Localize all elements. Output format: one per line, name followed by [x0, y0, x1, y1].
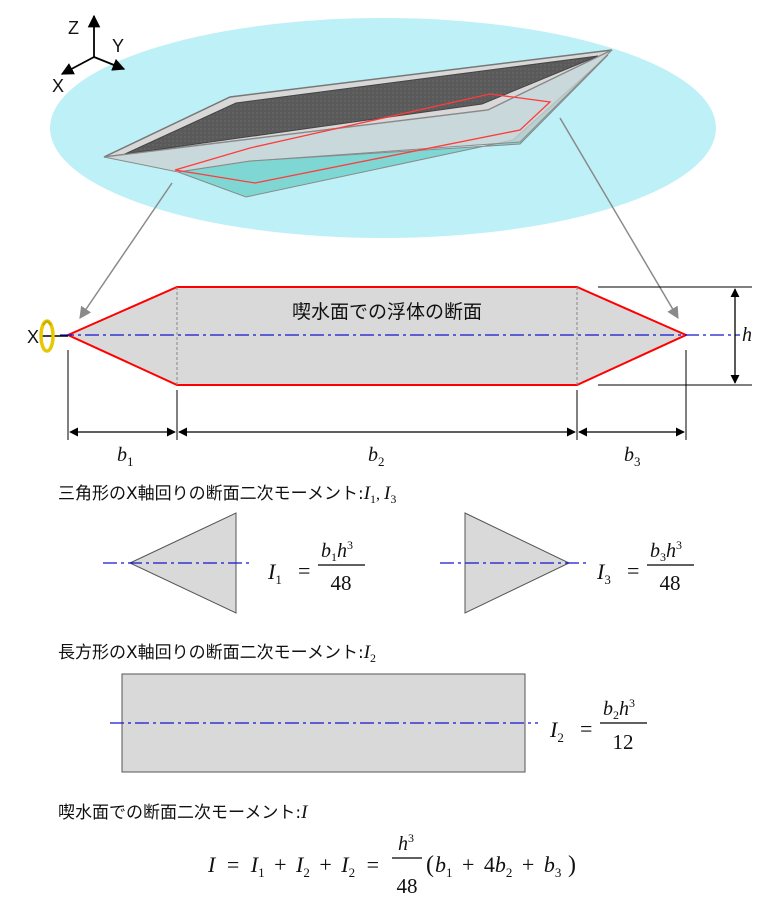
svg-text:h3: h3 — [398, 831, 414, 855]
width-label-b2: b2 — [368, 444, 385, 469]
width-label-b1: b1 — [117, 444, 134, 469]
svg-text:I1: I1 — [267, 559, 282, 587]
svg-text:b1 + 4b2 +: b1 + 4b2 + b3 — [435, 852, 561, 882]
svg-text:48: 48 — [660, 571, 681, 595]
svg-text:b3h3: b3h3 — [650, 538, 682, 564]
formula-I3: I3 = b3h3 48 — [596, 538, 694, 595]
waterline-section: 喫水面での浮体の断面 X h b1 b2 b3 — [27, 286, 752, 469]
width-label-b3: b3 — [624, 444, 641, 469]
svg-text:=: = — [627, 558, 639, 583]
svg-text:b1h3: b1h3 — [321, 538, 353, 564]
svg-text:=: = — [580, 716, 592, 741]
svg-text:I2: I2 — [549, 717, 564, 745]
formula-I1: I1 = b1h3 48 — [267, 538, 365, 595]
svg-text:=: = — [298, 558, 310, 583]
heading-total: 喫水面での断面二次モーメント:I — [58, 802, 309, 823]
axis-label-z: Z — [68, 18, 79, 38]
svg-text:12: 12 — [613, 730, 634, 754]
connector-arrow-right — [559, 117, 679, 320]
axis-label-x: X — [52, 76, 64, 96]
floating-body-3d — [50, 18, 716, 238]
height-label: h — [742, 324, 752, 346]
svg-text:b2h3: b2h3 — [603, 696, 635, 722]
formula-I2: I2 = b2h3 12 — [549, 696, 647, 754]
svg-text:48: 48 — [397, 874, 418, 897]
svg-text:(: ( — [426, 852, 434, 878]
formula-total: I = I1 + I2 + I2 = h3 48 ( b1 + 4b2 + b3… — [207, 831, 576, 897]
waterline-section-outline — [174, 93, 552, 184]
heading-rectangle: 長方形のX軸回りの断面二次モーメント:I2 — [58, 642, 376, 665]
svg-text:I = I1 +: I = I1 + I2 + I2 = — [207, 852, 379, 882]
svg-text:I3: I3 — [596, 559, 611, 587]
axis-triad: Z Y X — [52, 14, 126, 96]
heading-triangle: 三角形のX軸回りの断面二次モーメント:I1, I3 — [58, 483, 396, 506]
rotation-axis-label: X — [27, 327, 39, 347]
connector-arrow-left — [79, 182, 173, 319]
svg-text:): ) — [568, 852, 576, 878]
svg-text:48: 48 — [331, 571, 352, 595]
section-label: 喫水面での浮体の断面 — [292, 301, 482, 323]
hull-lower-skirt — [103, 49, 613, 173]
hull-deck — [124, 55, 599, 155]
axis-label-y: Y — [112, 36, 124, 56]
